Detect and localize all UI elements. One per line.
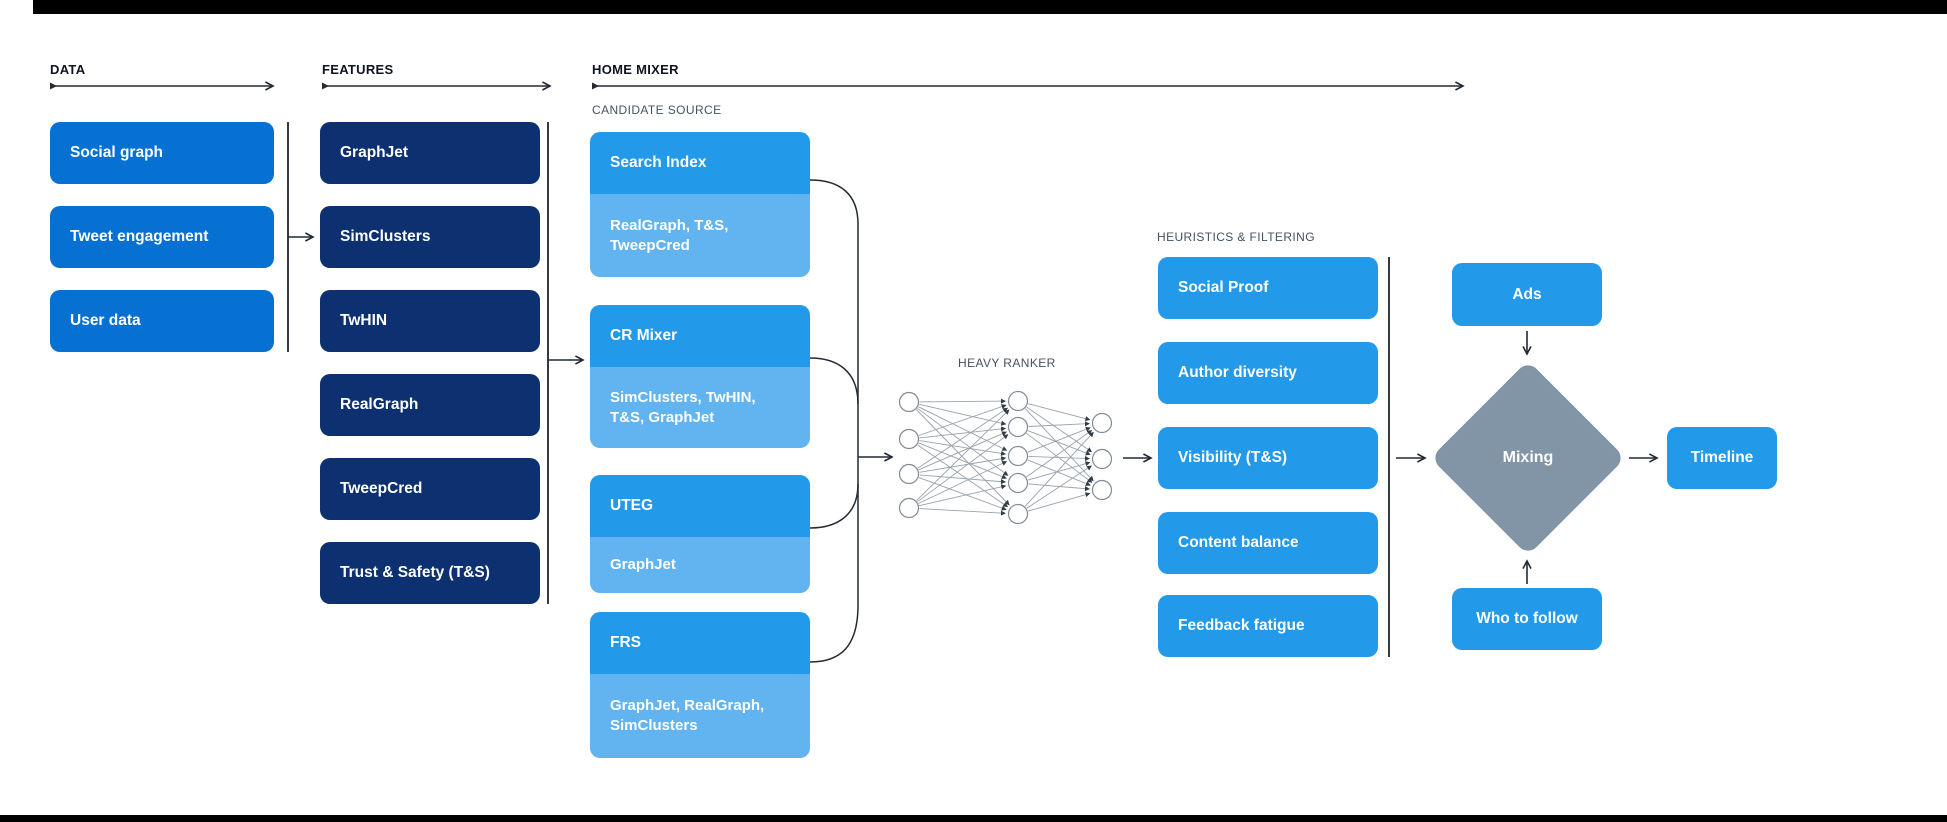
candidate-sources: GraphJet (590, 537, 810, 593)
box-ads: Ads (1452, 263, 1602, 326)
candidate-sources: SimClusters, TwHIN, T&S, GraphJet (590, 367, 810, 448)
candidate-sources: RealGraph, T&S, TweepCred (590, 194, 810, 277)
features-section-label: FEATURES (322, 62, 394, 77)
mixing-diamond: Mixing (1430, 360, 1626, 556)
box-twhin: TwHIN (320, 290, 540, 352)
neural-network-illustration (898, 390, 1113, 525)
box-simclusters: SimClusters (320, 206, 540, 268)
candidate-box-search-index: Search Index RealGraph, T&S, TweepCred (590, 132, 810, 277)
uteg-curve (809, 483, 859, 529)
box-social-graph: Social graph (50, 122, 274, 184)
candidate-source-label: CANDIDATE SOURCE (592, 103, 722, 117)
data-section-label: DATA (50, 62, 86, 77)
heuristics-filtering-label: HEURISTICS & FILTERING (1157, 230, 1315, 244)
box-author-diversity: Author diversity (1158, 342, 1378, 404)
candidate-box-frs: FRS GraphJet, RealGraph, SimClusters (590, 612, 810, 758)
box-content-balance: Content balance (1158, 512, 1378, 574)
box-realgraph: RealGraph (320, 374, 540, 436)
box-social-proof: Social Proof (1158, 257, 1378, 319)
search-index-curve (809, 179, 859, 605)
box-user-data: User data (50, 290, 274, 352)
candidate-title: UTEG (590, 475, 810, 537)
box-who-to-follow: Who to follow (1452, 588, 1602, 650)
mixing-diamond-label: Mixing (1502, 449, 1554, 466)
home-mixer-section-label: HOME MIXER (592, 62, 679, 77)
cr-mixer-curve (809, 357, 859, 405)
candidate-title: CR Mixer (590, 305, 810, 367)
candidate-collector-curves (809, 179, 859, 663)
bottom-letterbox-bar (0, 815, 1947, 822)
box-feedback-fatigue: Feedback fatigue (1158, 595, 1378, 657)
candidate-title: Search Index (590, 132, 810, 194)
box-graphjet: GraphJet (320, 122, 540, 184)
box-tweet-engagement: Tweet engagement (50, 206, 274, 268)
heavy-ranker-label: HEAVY RANKER (958, 356, 1056, 370)
box-timeline: Timeline (1667, 427, 1777, 489)
candidate-sources: GraphJet, RealGraph, SimClusters (590, 674, 810, 758)
candidate-title: FRS (590, 612, 810, 674)
box-trust-safety: Trust & Safety (T&S) (320, 542, 540, 604)
box-tweepcred: TweepCred (320, 458, 540, 520)
frs-curve (809, 604, 859, 663)
top-letterbox-bar (33, 0, 1947, 14)
candidate-box-uteg: UTEG GraphJet (590, 475, 810, 593)
candidate-box-cr-mixer: CR Mixer SimClusters, TwHIN, T&S, GraphJ… (590, 305, 810, 448)
box-visibility: Visibility (T&S) (1158, 427, 1378, 489)
